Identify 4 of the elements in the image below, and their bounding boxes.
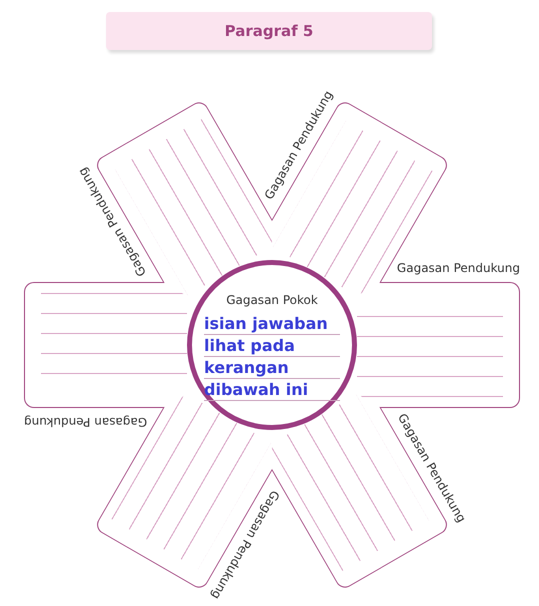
panel-heading: Gagasan Pendukung [396, 261, 520, 275]
panel-heading: Gagasan Pendukung [24, 415, 148, 429]
title-banner: Paragraf 5 [106, 12, 432, 50]
circle-heading: Gagasan Pokok [225, 293, 319, 307]
